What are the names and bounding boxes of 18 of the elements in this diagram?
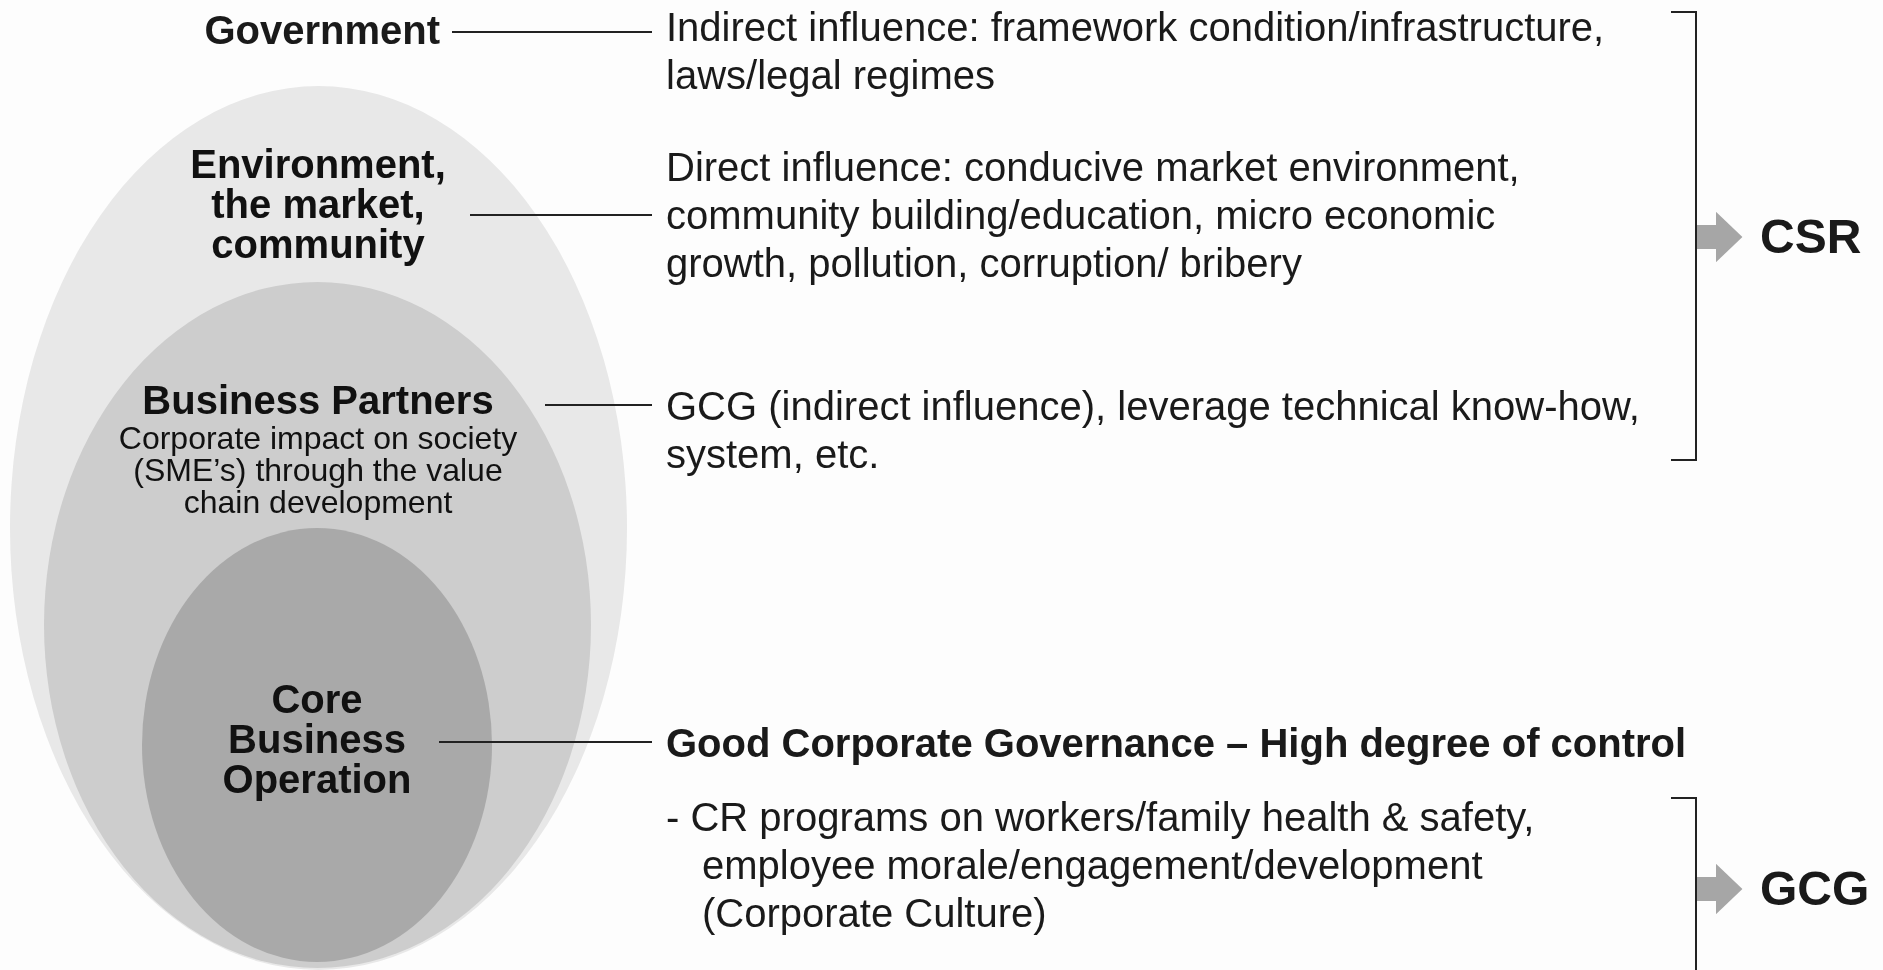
influence-text: Indirect influence: framework condition/infrastructure, laws/legal regimes (666, 3, 1666, 99)
influence-text: GCG (indirect influence), leverage technical know-how, system, etc. (666, 382, 1676, 478)
block-arrow (1697, 211, 1743, 263)
bullet-note: - CR programs on workers/family health & safety, employee morale/engagement/development (Corporate Culture) (666, 794, 1536, 937)
connector-line (451, 31, 653, 33)
connector-line (438, 741, 653, 743)
block-arrow (1697, 863, 1743, 915)
connector-line (544, 404, 653, 406)
sphere-label: Government (204, 6, 440, 54)
connector-line (469, 214, 653, 216)
sphere-label: Environment, the market, community (178, 144, 458, 264)
sphere-description: Corporate impact on society (SME’s) through the value chain development (117, 422, 519, 518)
sphere-label: Business Partners (142, 378, 494, 422)
sphere-label: Core Business Operation (207, 679, 427, 799)
heading-text: Good Corporate Governance – High degree of control (666, 719, 1687, 767)
result-label: GCG (1760, 861, 1870, 917)
influence-text: Direct influence: conducive market environment, community building/education, micro economic growth, pollution, corruption/ bribery (666, 143, 1566, 287)
result-label: CSR (1760, 209, 1862, 265)
